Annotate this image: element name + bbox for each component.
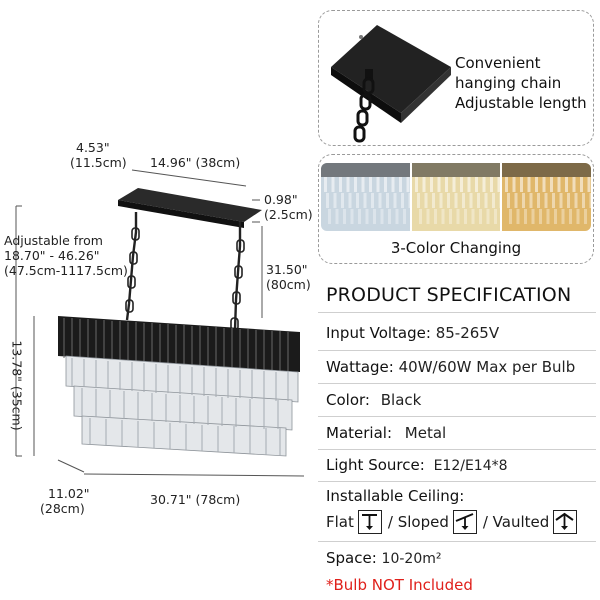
spec-value: E12/E14*8: [433, 458, 508, 474]
spec-label: Wattage:: [326, 358, 394, 376]
crystal-rods: [71, 358, 289, 455]
sloped-ceiling-icon: [452, 510, 477, 534]
dimension-lines: [15, 169, 305, 477]
crystal-tiers: [65, 355, 299, 457]
divider: [318, 449, 596, 450]
canopy-height-label: 0.98" (2.5cm): [264, 192, 313, 222]
divider: [318, 312, 596, 313]
spec-value: Metal: [404, 424, 447, 442]
body-length-label: 30.71" (78cm): [150, 492, 241, 507]
spec-label: Color:: [326, 391, 370, 409]
spec-label: Light Source:: [326, 456, 425, 474]
color-changing-label: 3-Color Changing: [390, 239, 522, 257]
divider: [318, 481, 596, 482]
color-changing-callout: 3-Color Changing: [318, 154, 594, 264]
warm-white-swatch: [502, 163, 591, 231]
spec-value: 10-20m²: [381, 551, 442, 567]
natural-white-swatch: [411, 163, 501, 231]
vaulted-ceiling-icon: [553, 510, 578, 534]
hanging-chains: [125, 212, 242, 331]
ceiling-sloped-label: / Sloped: [387, 513, 449, 531]
divider: [318, 416, 596, 417]
divider: [318, 383, 596, 384]
spec-value: Black: [380, 391, 422, 409]
installable-ceiling-label: Installable Ceiling:: [326, 487, 465, 505]
cool-white-swatch: [321, 163, 410, 231]
ceiling-flat-label: Flat: [326, 513, 354, 531]
body-height-label: 13.78" (35cm): [9, 340, 25, 431]
spec-label: Input Voltage:: [326, 324, 431, 342]
chandelier-drawing: [15, 169, 305, 477]
spec-label: Space:: [326, 549, 377, 567]
spec-row-color: Color: Black: [326, 391, 421, 409]
ceiling-types: Flat / Sloped / Vaulted: [326, 510, 583, 534]
adjustable-height-label: Adjustable from 18.70" - 46.26" (47.5cm-…: [4, 233, 128, 278]
divider: [318, 541, 596, 542]
spec-row-space: Space: 10-20m²: [326, 549, 441, 567]
spec-value: 40W/60W Max per Bulb: [398, 358, 576, 376]
spec-value: 85-265V: [435, 324, 500, 342]
canopy-side: [118, 200, 244, 228]
spec-title: PRODUCT SPECIFICATION: [326, 284, 572, 306]
flat-ceiling-icon: [357, 510, 382, 534]
chain-length-label: 31.50" (80cm): [266, 262, 311, 292]
color-swatches: [321, 163, 591, 231]
hanging-chain-callout: Convenient hanging chain Adjustable leng…: [318, 10, 594, 146]
canopy-depth-label: 4.53" (11.5cm): [70, 140, 127, 170]
ceiling-vaulted-label: / Vaulted: [482, 513, 550, 531]
chain-links: [125, 227, 245, 331]
chain-callout-text: Convenient hanging chain Adjustable leng…: [455, 54, 587, 112]
canopy-plate: [118, 188, 262, 222]
spec-row-material: Material: Metal: [326, 424, 446, 442]
canopy-closeup-image: [331, 25, 451, 143]
canopy-length-label: 14.96" (38cm): [150, 155, 241, 170]
divider: [318, 350, 596, 351]
spec-row-wattage: Wattage: 40W/60W Max per Bulb: [326, 358, 575, 376]
bulb-not-included-note: *Bulb NOT Included: [326, 576, 473, 594]
body-depth-label: 11.02" (28cm): [40, 486, 90, 516]
blade-highlights: [63, 318, 289, 372]
spec-label: Material:: [326, 424, 392, 442]
spec-row-light-source: Light Source: E12/E14*8: [326, 456, 508, 474]
spec-row-voltage: Input Voltage: 85-265V: [326, 324, 499, 342]
